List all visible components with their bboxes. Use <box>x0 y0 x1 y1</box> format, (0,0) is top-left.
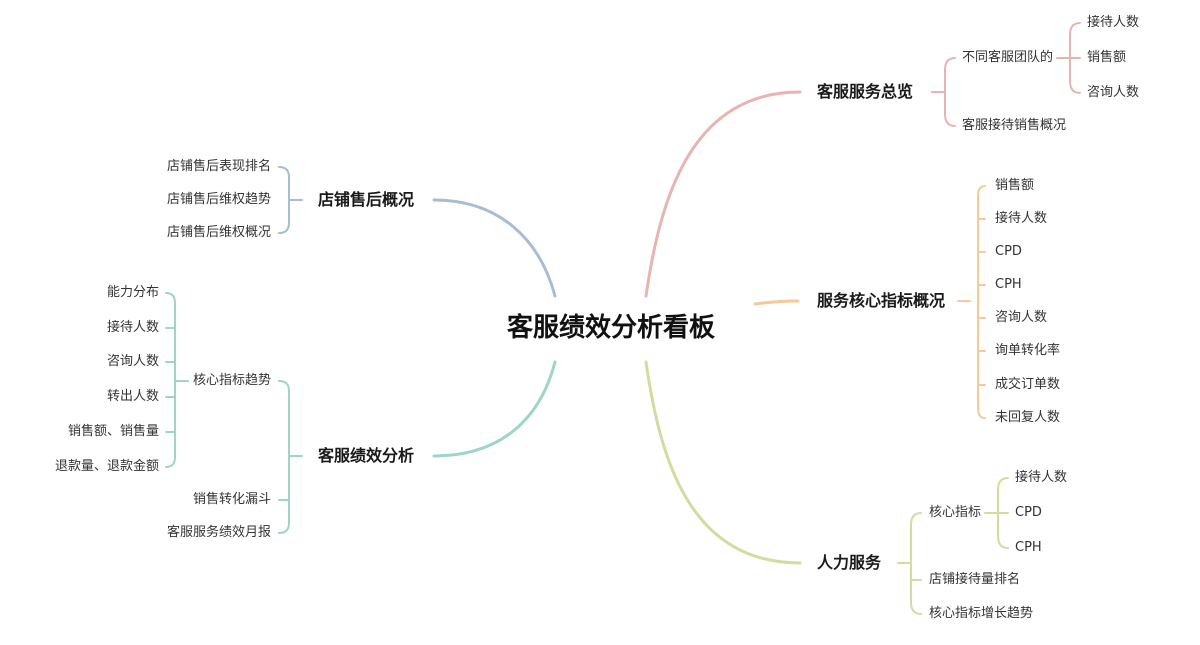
bracket-overview <box>931 57 956 127</box>
leaf-teams-sales[interactable]: 销售额 <box>1087 50 1127 65</box>
leaf-after-sales-ranking[interactable]: 店铺售后表现排名 <box>166 159 271 174</box>
topic-core-metrics[interactable]: 服务核心指标概况 <box>817 291 946 310</box>
bracket-hr <box>897 512 922 615</box>
subtopic-perf-core-trend[interactable]: 核心指标趋势 <box>192 373 271 388</box>
leaf-core-orders[interactable]: 成交订单数 <box>995 377 1061 392</box>
topic-performance[interactable]: 客服绩效分析 <box>318 446 415 465</box>
leaf-core-consult[interactable]: 咨询人数 <box>995 310 1048 325</box>
leaf-core-reception[interactable]: 接待人数 <box>995 211 1048 226</box>
leaf-hr-cph[interactable]: CPH <box>1015 540 1042 555</box>
leaf-after-sales-overview[interactable]: 店铺售后维权概况 <box>166 225 271 240</box>
subtopic-teams[interactable]: 不同客服团队的 <box>962 50 1054 65</box>
leaf-teams-consult[interactable]: 咨询人数 <box>1087 85 1140 100</box>
bracket-performance-core <box>165 292 189 468</box>
leaf-perf-consult[interactable]: 咨询人数 <box>106 354 159 369</box>
leaf-perf-sales[interactable]: 销售额、销售量 <box>67 424 159 439</box>
leaf-core-conversion[interactable]: 询单转化率 <box>995 343 1061 358</box>
link-root-hr <box>644 360 802 565</box>
leaf-core-sales[interactable]: 销售额 <box>995 178 1035 193</box>
bracket-after-sales <box>278 166 303 234</box>
topic-overview[interactable]: 客服服务总览 <box>817 82 914 101</box>
subtopic-perf-monthly[interactable]: 客服服务绩效月报 <box>166 525 271 540</box>
topic-after-sales[interactable]: 店铺售后概况 <box>318 190 415 209</box>
subtopic-hr-growth[interactable]: 核心指标增长趋势 <box>929 606 1034 621</box>
leaf-core-unreplied[interactable]: 未回复人数 <box>995 410 1061 425</box>
subtopic-hr-core[interactable]: 核心指标 <box>929 505 982 520</box>
leaf-core-cpd[interactable]: CPD <box>995 244 1022 259</box>
leaf-perf-ability[interactable]: 能力分布 <box>106 285 159 300</box>
bracket-hr-core <box>984 477 1009 549</box>
leaf-hr-cpd[interactable]: CPD <box>1015 505 1042 520</box>
root-topic[interactable]: 客服绩效分析看板 <box>507 313 716 343</box>
subtopic-hr-ranking[interactable]: 店铺接待量排名 <box>929 572 1021 587</box>
subtopic-reception-sales[interactable]: 客服接待销售概况 <box>962 118 1067 133</box>
leaf-teams-reception[interactable]: 接待人数 <box>1087 15 1140 30</box>
link-root-core <box>753 299 800 306</box>
link-root-performance <box>432 360 557 458</box>
link-root-after-sales <box>432 198 557 298</box>
leaf-perf-refund[interactable]: 退款量、退款金额 <box>54 459 159 474</box>
bracket-overview-teams <box>1056 22 1081 94</box>
leaf-hr-reception[interactable]: 接待人数 <box>1015 470 1068 485</box>
leaf-perf-transfer[interactable]: 转出人数 <box>106 389 159 404</box>
link-root-overview <box>644 90 802 298</box>
bracket-performance <box>278 380 303 534</box>
topic-hr-service[interactable]: 人力服务 <box>817 553 882 572</box>
leaf-core-cph[interactable]: CPH <box>995 277 1022 292</box>
leaf-after-sales-trend[interactable]: 店铺售后维权趋势 <box>166 192 271 207</box>
bracket-core <box>957 185 986 419</box>
subtopic-perf-funnel[interactable]: 销售转化漏斗 <box>192 492 271 507</box>
leaf-perf-reception[interactable]: 接待人数 <box>106 320 159 335</box>
